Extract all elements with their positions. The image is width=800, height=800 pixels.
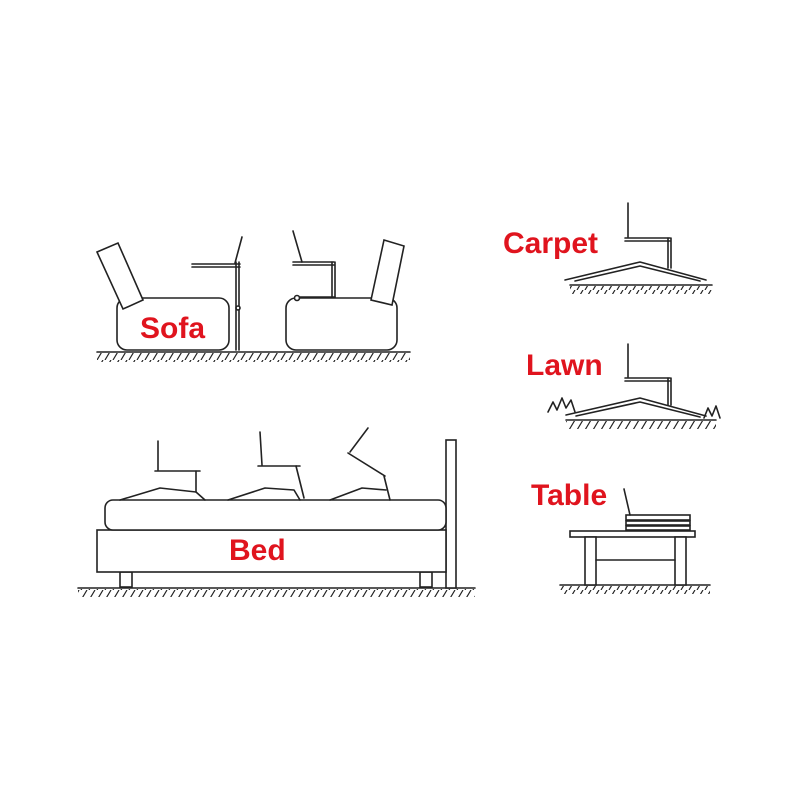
laptop-stand-left [191, 236, 243, 351]
sofa-back-left [95, 241, 145, 311]
bed-foot [119, 571, 133, 588]
sofa-scene: Sofa [95, 230, 411, 362]
ground-hatch [78, 589, 475, 597]
bed-mattress [104, 499, 447, 531]
sofa-back-right [370, 238, 405, 306]
bed-foot [419, 571, 433, 588]
laptop-stand-table [623, 488, 691, 531]
grass-icon [547, 397, 576, 413]
ground-hatch [560, 586, 710, 594]
laptop-stand-carpet [564, 202, 707, 282]
table-scene: Table [531, 479, 711, 594]
label-sofa: Sofa [140, 312, 205, 345]
laptop-stand-right [292, 230, 336, 302]
carpet-scene: Carpet [503, 202, 713, 294]
sofa-seat-left [116, 297, 230, 351]
bed-headboard [445, 439, 457, 589]
ground-hatch [570, 286, 712, 294]
sofa-seat-right [285, 297, 398, 351]
label-table: Table [531, 479, 607, 512]
ground-hatch [97, 353, 410, 362]
ground-hatch [566, 421, 716, 429]
lawn-scene: Lawn [526, 343, 721, 429]
label-carpet: Carpet [503, 227, 598, 260]
table-top [569, 530, 696, 538]
table-leg [584, 536, 597, 586]
laptop-stand-bed-3 [329, 427, 391, 501]
bed-scene: Bed [77, 427, 476, 597]
label-lawn: Lawn [526, 349, 603, 382]
table-leg [674, 536, 687, 586]
label-bed: Bed [229, 534, 286, 567]
laptop-stand-bed-2 [227, 431, 305, 501]
laptop-stand-lawn [565, 343, 707, 418]
grass-icon [703, 405, 721, 419]
laptop-stand-bed-1 [119, 440, 206, 501]
